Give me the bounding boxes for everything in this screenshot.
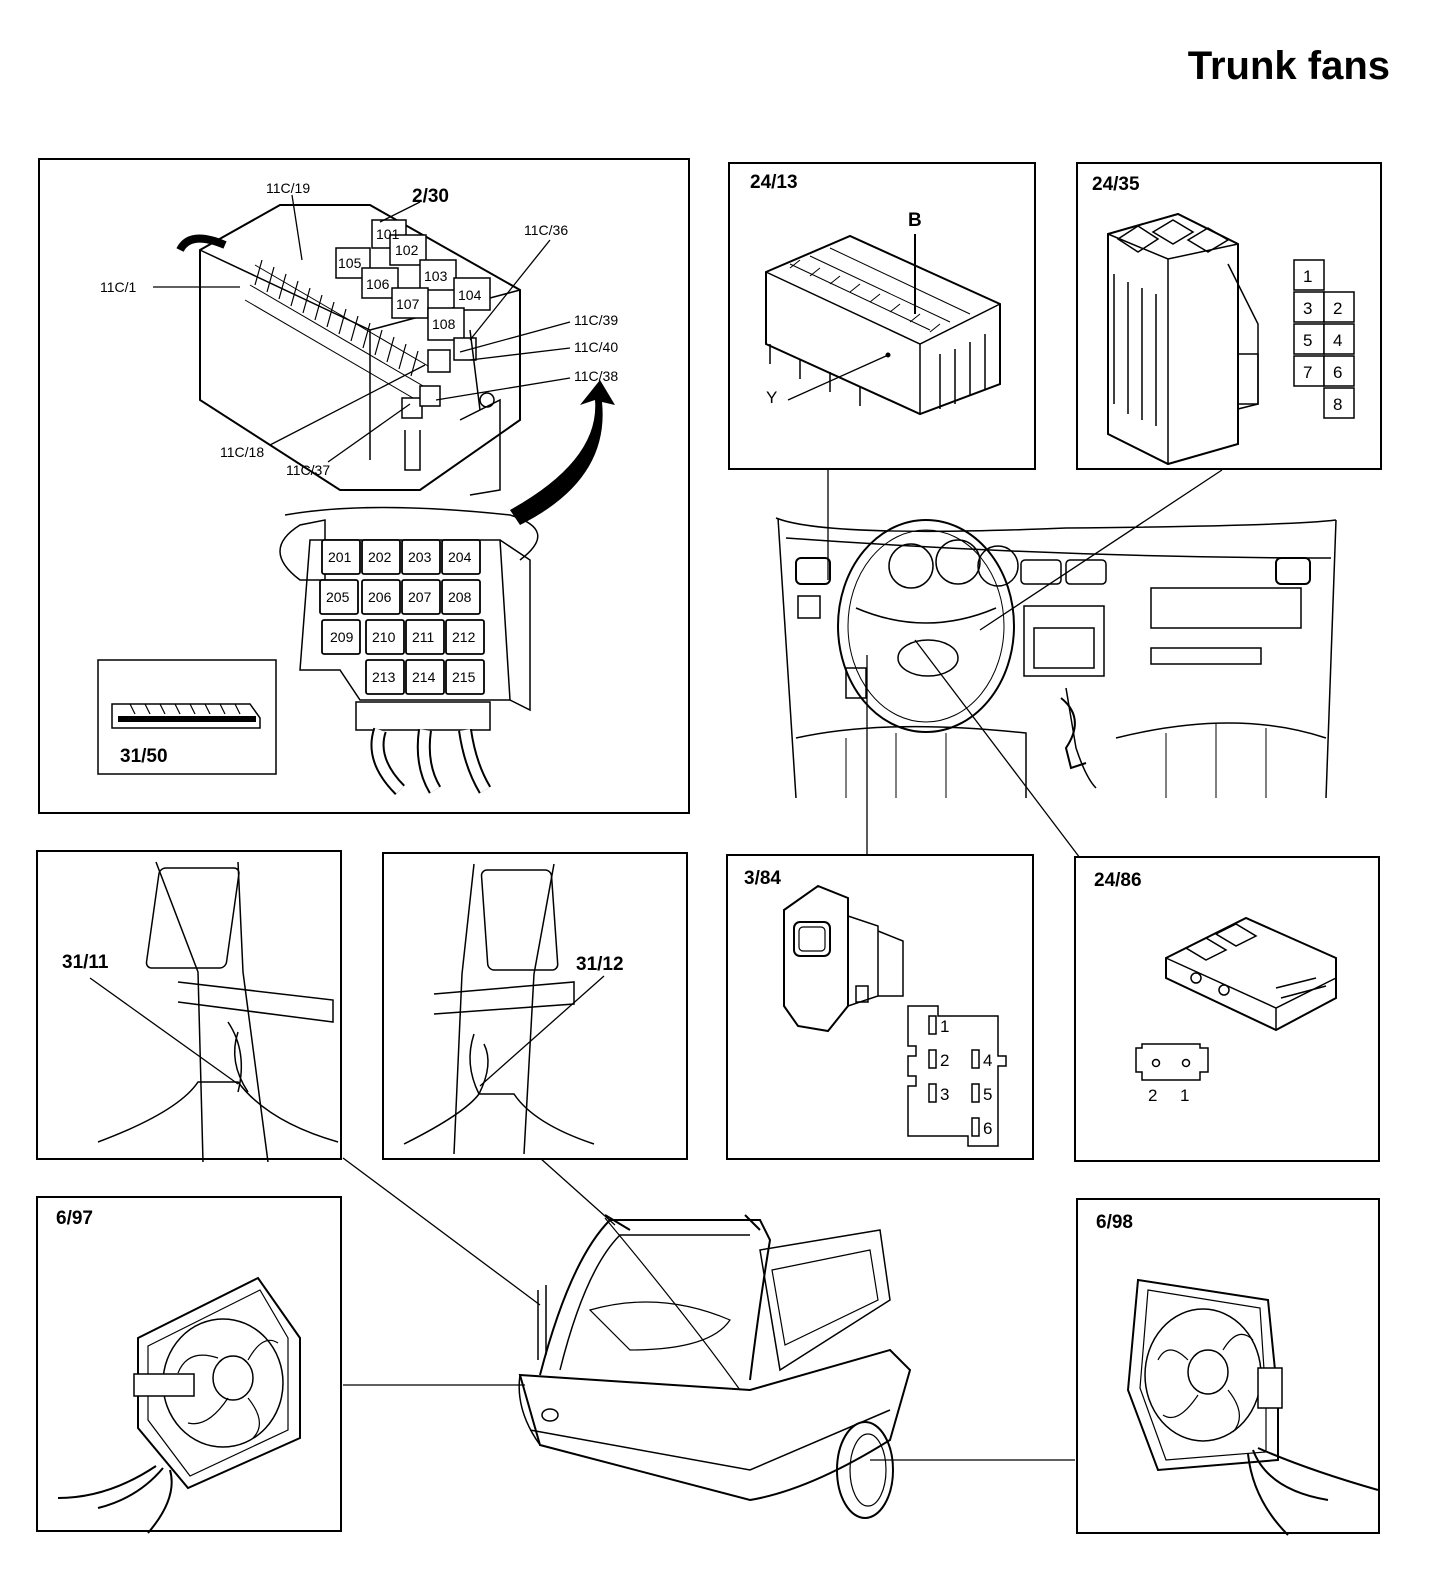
relay-102: 102 (395, 242, 419, 258)
fusebox-panel: 101 102 105 106 103 107 104 108 (38, 158, 690, 814)
pin-4: 4 (1333, 331, 1342, 350)
page-title: Trunk fans (1187, 44, 1390, 88)
relay-215: 215 (452, 669, 476, 685)
inset-31-50-label: 31/50 (120, 746, 168, 767)
callout-11c-19: 11C/19 (266, 180, 311, 196)
panel-31-12: 31/12 (382, 852, 688, 1160)
relay-211: 211 (412, 629, 435, 645)
relay-206: 206 (368, 589, 392, 605)
pillar-31-12-drawing (403, 863, 605, 1155)
relay-214: 214 (412, 669, 436, 685)
relay-208: 208 (448, 589, 472, 605)
panel-24-35-id: 24/35 (1092, 174, 1140, 195)
connector-24-86-drawing: 2 1 (1135, 916, 1337, 1105)
panel-3-84: 1 2 4 3 5 6 3/84 (726, 854, 1034, 1160)
pin-4: 4 (983, 1051, 992, 1070)
car-rear-drawing (518, 1214, 912, 1519)
pin-2: 2 (940, 1051, 949, 1070)
callout-11c-40: 11C/40 (574, 339, 619, 355)
relay-202: 202 (368, 549, 392, 565)
callout-11c-39: 11C/39 (574, 312, 619, 328)
panel-31-12-id: 31/12 (576, 954, 624, 975)
callout-11c-37: 11C/37 (286, 462, 331, 478)
panel-24-13-id: 24/13 (750, 172, 798, 193)
pin-5: 5 (983, 1085, 992, 1104)
fan-6-97-drawing (57, 1276, 301, 1534)
callout-11c-38: 11C/38 (574, 368, 619, 384)
pin-1: 1 (940, 1017, 949, 1036)
relay-103: 103 (424, 268, 448, 284)
panel-24-35: 1 3 2 5 4 7 6 8 24/35 (1076, 162, 1382, 470)
pin-3: 3 (940, 1085, 949, 1104)
fusebox-drawing: 101 102 105 106 103 107 104 108 (97, 194, 615, 795)
relay-213: 213 (372, 669, 396, 685)
callout-11c-18: 11C/18 (220, 444, 265, 460)
relay-212: 212 (452, 629, 476, 645)
switch-3-84-drawing: 1 2 4 3 5 6 (783, 884, 1007, 1147)
panel-31-11-id: 31/11 (62, 952, 109, 973)
relay-205: 205 (326, 589, 350, 605)
panel-6-97-id: 6/97 (56, 1208, 93, 1229)
panel-24-13: 24/13 B Y (728, 162, 1036, 470)
relay-105: 105 (338, 255, 362, 271)
label-y: Y (766, 388, 778, 407)
pin-2: 2 (1148, 1086, 1157, 1105)
relay-204: 204 (448, 549, 472, 565)
pin-5: 5 (1303, 331, 1312, 350)
panel-6-98-id: 6/98 (1096, 1212, 1133, 1233)
connector-24-13-drawing (765, 234, 1001, 416)
fan-6-98-drawing (1126, 1278, 1379, 1536)
panel-6-97: 6/97 (36, 1196, 342, 1534)
relay-104: 104 (458, 287, 482, 303)
panel-31-11: 31/11 (36, 850, 342, 1162)
fusebox-id: 2/30 (412, 186, 449, 207)
relay-201: 201 (328, 549, 352, 565)
panel-6-98: 6/98 (1076, 1198, 1380, 1536)
panel-24-86-id: 24/86 (1094, 870, 1142, 891)
relay-207: 207 (408, 589, 432, 605)
relay-106: 106 (366, 276, 390, 292)
panel-3-84-id: 3/84 (744, 868, 781, 889)
relay-203: 203 (408, 549, 432, 565)
pin-2: 2 (1333, 299, 1342, 318)
pin-6: 6 (983, 1119, 992, 1138)
relay-107: 107 (396, 296, 420, 312)
connector-24-35-drawing: 1 3 2 5 4 7 6 8 (1107, 212, 1355, 466)
callout-11c-1: 11C/1 (100, 279, 137, 295)
relay-210: 210 (372, 629, 396, 645)
dashboard-drawing (775, 517, 1337, 799)
pin-1: 1 (1303, 267, 1312, 286)
label-b: B (908, 210, 922, 231)
pin-1: 1 (1180, 1086, 1189, 1105)
panel-24-86: 2 1 24/86 (1074, 856, 1380, 1162)
pin-3: 3 (1303, 299, 1312, 318)
pin-6: 6 (1333, 363, 1342, 382)
relay-101: 101 (376, 226, 400, 242)
pin-7: 7 (1303, 363, 1312, 382)
relay-108: 108 (432, 316, 456, 332)
relay-209: 209 (330, 629, 354, 645)
pin-8: 8 (1333, 395, 1342, 414)
callout-11c-36: 11C/36 (524, 222, 569, 238)
pillar-31-11-drawing (89, 861, 339, 1162)
